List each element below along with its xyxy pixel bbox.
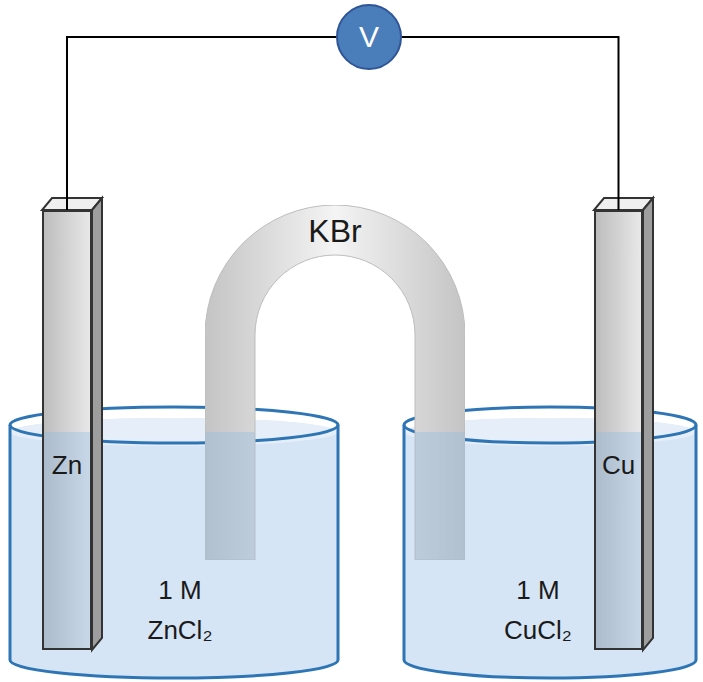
node-text: V	[359, 20, 379, 54]
voltmeter-circle: V	[336, 4, 402, 70]
node-text: Cu	[596, 450, 641, 480]
node-text: KBr	[205, 213, 465, 249]
wire	[67, 37, 336, 210]
zn-electrode: Zn	[42, 210, 92, 650]
salt-bridge: KBr	[205, 205, 465, 560]
salt-bridge-body	[205, 205, 465, 560]
salt-bridge-tube	[205, 205, 465, 560]
solution-label: 1 M ZnCl₂	[130, 570, 230, 650]
solution-label: 1 M CuCl₂	[486, 570, 590, 650]
salt-bridge-wet-leg	[205, 432, 255, 560]
salt-bridge-wet-leg	[415, 432, 465, 560]
cu-electrode-side	[643, 198, 653, 650]
node-text: Zn	[44, 450, 90, 480]
cu-electrode: Cu	[594, 210, 643, 650]
wire	[402, 37, 619, 210]
zn-electrode-side	[92, 198, 102, 650]
